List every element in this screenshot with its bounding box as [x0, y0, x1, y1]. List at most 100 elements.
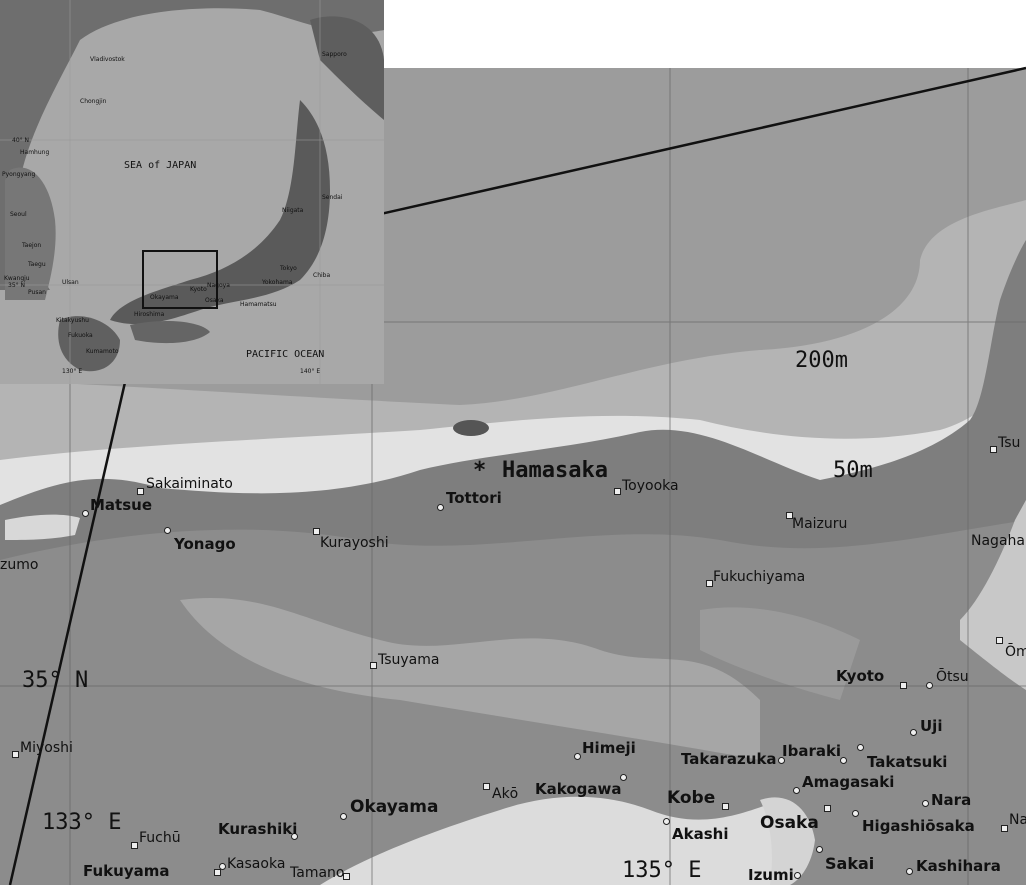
inset-lon-140: 140° E	[300, 368, 321, 375]
inset-lat-35: 35° N	[8, 282, 26, 289]
city-kyoto: Kyoto	[836, 667, 885, 685]
lake-biwa	[960, 500, 1026, 690]
inset-place: Fukuoka	[68, 332, 93, 339]
inset-place: Pusan	[28, 289, 46, 296]
city-omi: Ōm	[1005, 644, 1026, 660]
inset-study-box	[142, 250, 218, 309]
inland-sea	[320, 796, 792, 885]
inset-place: Kyoto	[190, 286, 207, 293]
zoom-line-bottom	[8, 307, 144, 885]
city-maizuru: Maizuru	[792, 516, 848, 532]
city-fuchu: Fuchū	[139, 830, 181, 846]
city-fukuyama: Fukuyama	[83, 862, 170, 880]
city-marker	[620, 774, 627, 781]
inset-place: Kwangju	[4, 275, 30, 282]
city-fukuchiyama: Fukuchiyama	[713, 569, 806, 585]
inset-place: Vladivostok	[90, 56, 125, 63]
inset-place: Taegu	[28, 261, 46, 268]
city-na: Na	[1009, 812, 1026, 828]
city-marker	[131, 842, 138, 849]
hamasaka-marker: *	[473, 458, 487, 483]
inset-place: Hiroshima	[134, 311, 165, 318]
inset-sea-label: SEA of JAPAN	[124, 160, 197, 171]
city-marker	[910, 729, 917, 736]
inset-ocean-label: PACIFIC OCEAN	[246, 349, 325, 360]
inset-shikoku	[130, 320, 210, 344]
city-marker	[778, 757, 785, 764]
city-marker	[793, 787, 800, 794]
lon-135-label: 135° E	[622, 858, 702, 883]
city-marker	[990, 446, 997, 453]
inset-place: Tokyo	[280, 265, 297, 272]
city-marker	[219, 863, 226, 870]
city-marker	[164, 527, 171, 534]
city-marker	[852, 810, 859, 817]
city-tsuyama: Tsuyama	[378, 652, 440, 668]
city-marker	[340, 813, 347, 820]
osaka-bay	[760, 797, 815, 885]
inset-place: Seoul	[10, 211, 27, 218]
inset-place: Taejon	[22, 242, 42, 249]
city-ibaraki: Ibaraki	[782, 742, 842, 760]
city-marker	[614, 488, 621, 495]
land-upland	[180, 598, 760, 760]
inset-lat-40: 40° N	[12, 137, 30, 144]
city-marker	[291, 833, 298, 840]
city-takatsuki: Takatsuki	[867, 753, 948, 771]
inset-place: Kumamoto	[86, 348, 119, 355]
city-marker	[794, 872, 801, 879]
city-marker	[926, 682, 933, 689]
city-marker	[82, 510, 89, 517]
inset-place: Niigata	[282, 207, 304, 214]
city-sakai: Sakai	[825, 854, 875, 873]
city-tsu: Tsu	[998, 435, 1021, 451]
inset-korea	[5, 167, 56, 300]
city-nara: Nara	[931, 791, 972, 809]
city-marker	[722, 803, 729, 810]
inset-lon-130: 130° E	[62, 368, 83, 375]
city-tottori: Tottori	[446, 489, 502, 507]
inset-map	[0, 0, 384, 384]
inset-place: Osaka	[205, 297, 224, 304]
city-kakogawa: Kakogawa	[535, 780, 622, 798]
city-kurashiki: Kurashiki	[218, 820, 298, 838]
city-yonago: Yonago	[174, 535, 236, 553]
hamasaka-label: Hamasaka	[502, 458, 608, 483]
inset-place: Pyongyang	[2, 171, 36, 178]
inset-honshu	[110, 100, 330, 325]
city-ako: Akō	[492, 786, 519, 802]
inset-place: Chongjin	[80, 98, 107, 105]
city-marker	[313, 528, 320, 535]
depth-50m-label: 50m	[833, 458, 873, 483]
city-sakaiminato: Sakaiminato	[146, 476, 233, 492]
city-miyoshi: Miyoshi	[20, 740, 73, 756]
inset-place: Hamhung	[20, 149, 50, 156]
city-toyooka: Toyooka	[622, 478, 679, 494]
inset-place: Ulsan	[62, 279, 79, 286]
inset-place: Hamamatsu	[240, 301, 277, 308]
city-izumi: Izumi	[748, 866, 794, 884]
city-marker	[214, 869, 221, 876]
lake-shinji	[5, 514, 80, 540]
city-marker	[900, 682, 907, 689]
inset-place: Okayama	[150, 294, 179, 301]
inset-place: Nagoya	[207, 282, 230, 289]
city-marker	[437, 504, 444, 511]
city-kurayoshi: Kurayoshi	[320, 535, 389, 551]
city-amagasaki: Amagasaki	[802, 773, 895, 791]
city-osaka: Osaka	[760, 813, 819, 833]
depth-200m-label: 200m	[795, 348, 848, 373]
inset-place: Sapporo	[322, 51, 347, 58]
inset-place: Yokohama	[262, 279, 293, 286]
city-marker	[370, 662, 377, 669]
city-marker	[706, 580, 713, 587]
city-kashihara: Kashihara	[916, 857, 1001, 875]
city-akashi: Akashi	[672, 825, 729, 843]
inset-place: Kitakyushu	[56, 317, 89, 324]
city-nagaha: Nagaha	[971, 533, 1025, 549]
city-otsu: Ōtsu	[936, 669, 969, 685]
city-marker	[343, 873, 350, 880]
city-marker	[786, 512, 793, 519]
